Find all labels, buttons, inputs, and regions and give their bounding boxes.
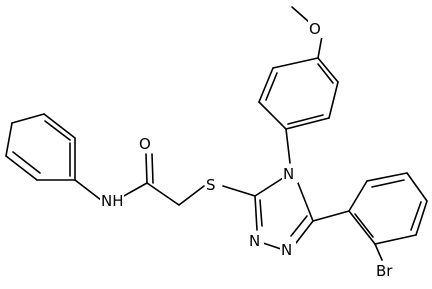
atom-o-methoxy: O (309, 20, 321, 38)
atom-n2: N (281, 241, 292, 259)
label-bg-br (375, 262, 397, 280)
atom-n4: N (283, 165, 294, 183)
atom-s: S (206, 176, 216, 194)
atom-labels: O O NH S N N N Br (100, 20, 397, 280)
label-bg-n4 (282, 165, 298, 183)
label-bg-o-carbonyl (138, 135, 154, 153)
label-bg-o-methoxy (308, 20, 324, 38)
label-bg-n2 (280, 241, 296, 259)
atom-n1: N (249, 232, 260, 250)
atom-o-carbonyl: O (139, 135, 151, 153)
atom-nh: NH (101, 192, 124, 210)
atom-br: Br (376, 262, 393, 280)
label-bg-s (205, 176, 221, 194)
label-bg-n1 (248, 232, 264, 250)
label-bg-nh (100, 192, 124, 210)
bond-lines (5, 6, 428, 261)
